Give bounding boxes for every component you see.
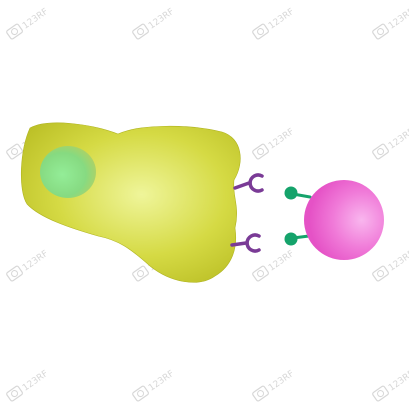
watermark-logo: 123RF	[132, 5, 176, 41]
watermark-text: 123RF	[21, 369, 50, 394]
camera-icon	[132, 385, 149, 401]
watermark-logo: 123RF	[372, 5, 409, 41]
watermark-text: 123RF	[387, 7, 409, 32]
watermark-text: 123RF	[147, 7, 176, 32]
watermark-text: 123RF	[21, 7, 50, 32]
receptor-upper	[235, 175, 262, 191]
camera-icon	[372, 265, 389, 281]
watermark-logo: 123RF	[252, 5, 296, 41]
watermark-text: 123RF	[387, 369, 409, 394]
camera-icon	[372, 385, 389, 401]
watermark-logo: 123RF	[252, 367, 296, 403]
watermark-logo: 123RF	[372, 247, 409, 283]
camera-icon	[252, 23, 269, 39]
watermark-logo: 123RF	[132, 367, 176, 403]
watermark-logo: 123RF	[252, 125, 296, 161]
effector-cell	[21, 123, 240, 282]
watermark-text: 123RF	[21, 249, 50, 274]
camera-icon	[372, 23, 389, 39]
watermark-text: 123RF	[387, 249, 409, 274]
ligand-lower	[285, 233, 310, 246]
watermark-text: 123RF	[267, 7, 296, 32]
camera-icon	[6, 23, 23, 39]
watermark-text: 123RF	[267, 369, 296, 394]
camera-icon	[132, 23, 149, 39]
watermark-logo: 123RF	[6, 5, 50, 41]
watermark-logo: 123RF	[252, 247, 296, 283]
camera-icon	[6, 385, 23, 401]
camera-icon	[252, 385, 269, 401]
watermark-logo: 123RF	[6, 367, 50, 403]
camera-icon	[6, 143, 23, 159]
ligand-upper	[285, 187, 311, 200]
camera-icon	[372, 143, 389, 159]
target-cell	[304, 180, 384, 260]
camera-icon	[132, 265, 149, 281]
watermark-logo: 123RF	[372, 367, 409, 403]
watermark-text: 123RF	[267, 249, 296, 274]
watermark-logo: 123RF	[372, 125, 409, 161]
watermark-logo: 123RF	[6, 247, 50, 283]
watermark-text: 123RF	[387, 127, 409, 152]
camera-icon	[252, 265, 269, 281]
nucleus	[40, 146, 96, 198]
watermark-text: 123RF	[147, 369, 176, 394]
camera-icon	[6, 265, 23, 281]
watermark-text: 123RF	[267, 127, 296, 152]
camera-icon	[252, 143, 269, 159]
